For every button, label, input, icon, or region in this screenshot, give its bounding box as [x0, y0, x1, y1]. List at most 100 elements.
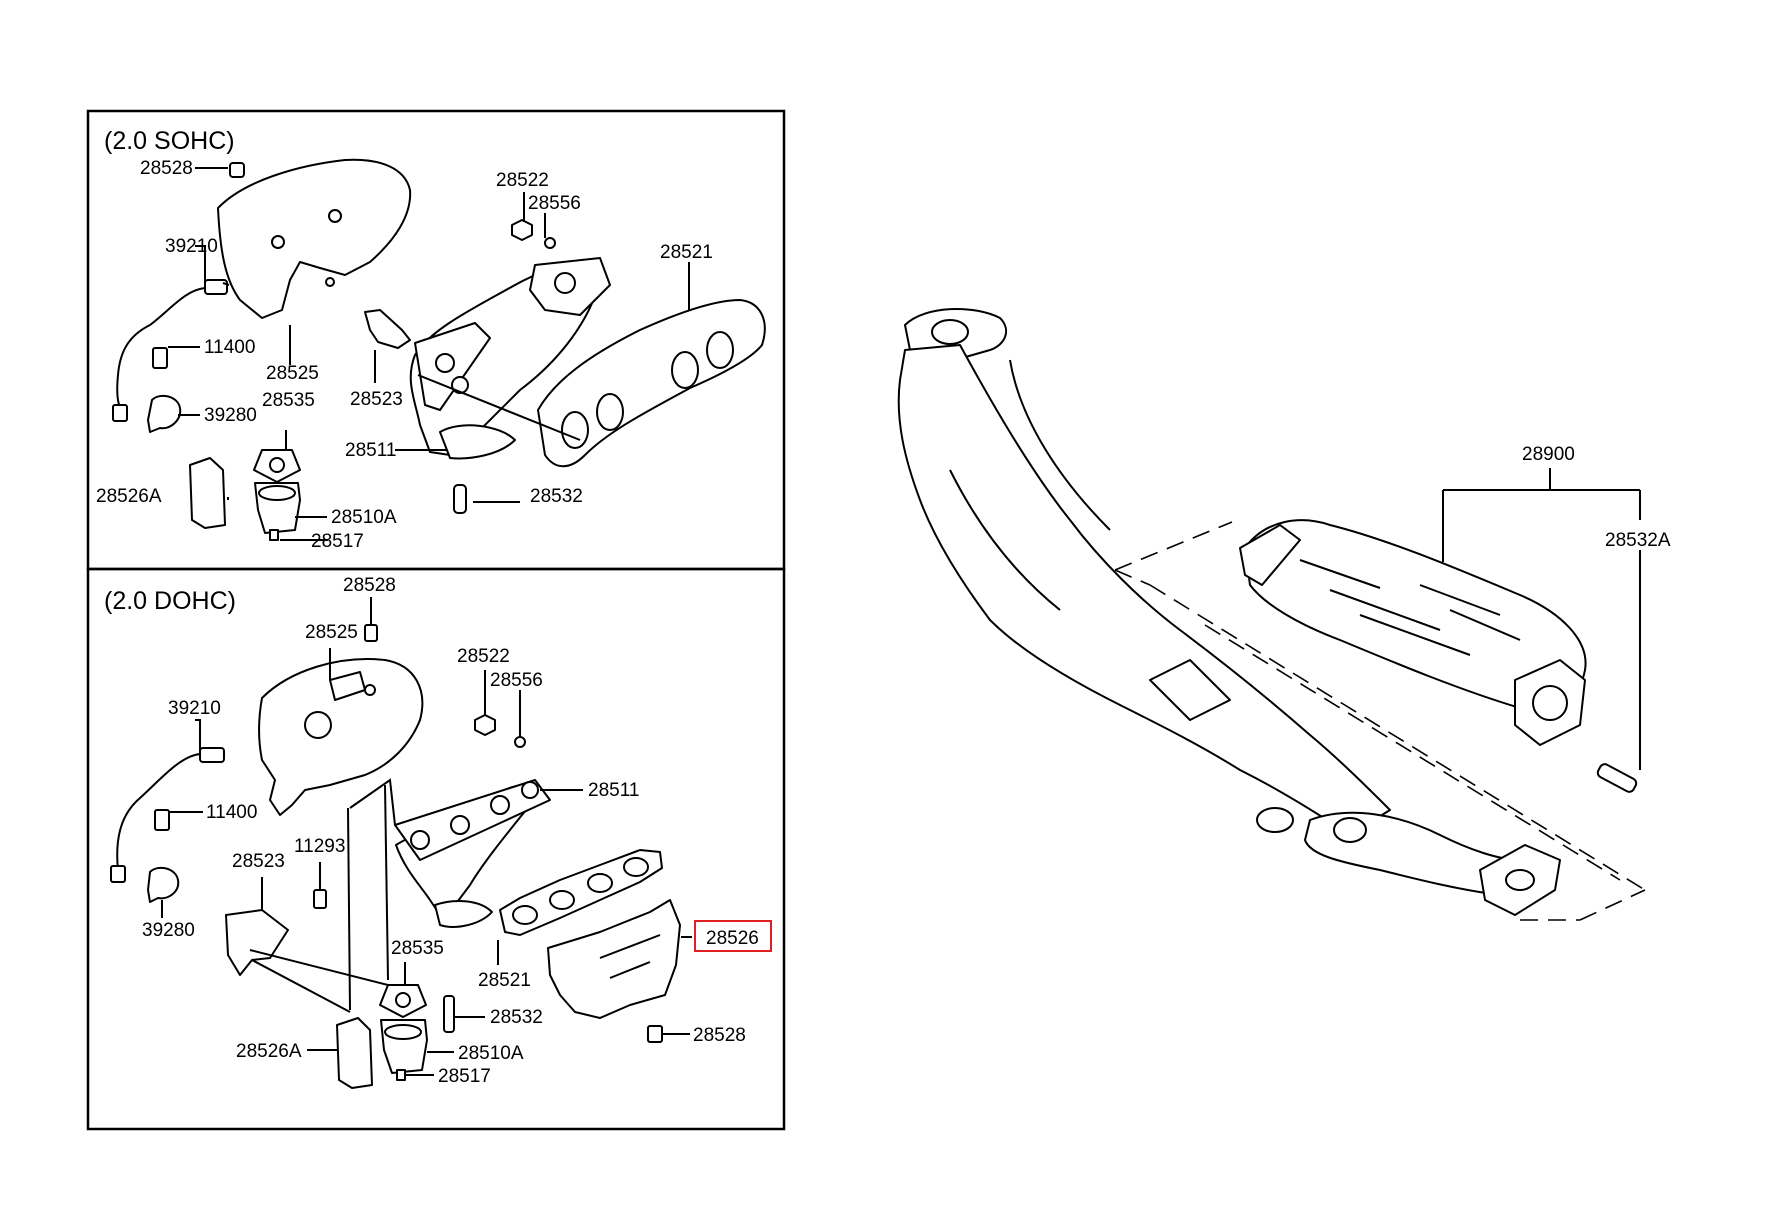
install-outline-dash: [1579, 889, 1646, 921]
dohc-o2-sensor-plug: [110, 865, 126, 883]
front-pipe-rear-port: [1505, 869, 1535, 891]
dohc-label-28526A: 28526A: [236, 1041, 302, 1062]
dohc-label-28528-bottom: 28528: [693, 1025, 746, 1046]
dohc-heat-shield-rib: [609, 961, 651, 979]
dohc-bracket-frame-line: [249, 949, 389, 986]
sohc-label-28517: 28517: [311, 531, 364, 552]
dohc-parts: [110, 624, 681, 1089]
dohc-o2-sensor-wire: [116, 753, 201, 871]
catalytic-converter-rib: [1299, 559, 1381, 589]
front-pipe-bellows: [1149, 659, 1231, 721]
sohc-heat-protector: [217, 158, 412, 319]
sohc-washer-28556: [544, 237, 556, 249]
sohc-leaders: [168, 167, 690, 541]
install-outline-dash: [1114, 521, 1233, 571]
dohc-gasket-port: [549, 890, 575, 910]
catalytic-converter-rib: [1449, 609, 1521, 641]
dohc-heat-shield-28526: [547, 899, 681, 1019]
dohc-manifold-port: [521, 781, 539, 799]
dohc-manifold-gasket: [499, 849, 663, 936]
dohc-label-28522: 28522: [457, 646, 510, 667]
dohc-protector-bolt-hole: [364, 684, 376, 696]
sohc-label-39210: 39210: [165, 236, 218, 257]
dohc-panel-frame: [86, 567, 786, 1131]
dohc-label-28523: 28523: [232, 851, 285, 872]
sohc-label-28523: 28523: [350, 389, 403, 410]
sohc-label-11400: 11400: [204, 337, 255, 358]
stud-28532A: [1596, 763, 1638, 793]
dohc-label-39280: 39280: [142, 920, 195, 941]
sohc-label-28511: 28511: [345, 440, 396, 461]
sohc-label-28522: 28522: [496, 170, 549, 191]
sohc-gasket-port: [671, 351, 699, 389]
sohc-manifold-base-flange: [439, 424, 516, 460]
dohc-label-39210: 39210: [168, 698, 221, 719]
front-pipe-body: [897, 344, 1391, 836]
dohc-bracket-frame-line: [347, 807, 351, 1011]
right-callouts: 28900 28532A: [1522, 444, 1671, 551]
dohc-label-11400: 11400: [206, 802, 257, 823]
dohc-manifold-port: [490, 795, 510, 815]
dohc-protector-port: [304, 711, 332, 739]
front-pipe-flange-port: [931, 319, 969, 345]
catalytic-converter-rib: [1359, 614, 1471, 656]
dohc-label-28528-top: 28528: [343, 575, 396, 596]
sohc-manifold-port: [451, 376, 469, 394]
dohc-label-28510A: 28510A: [458, 1043, 524, 1064]
dohc-catalyst-flange: [384, 1024, 422, 1040]
sohc-manifold-port: [435, 353, 455, 373]
dohc-label-28526: 28526: [706, 928, 759, 949]
sohc-label-28535: 28535: [262, 390, 315, 411]
sohc-label-28510A: 28510A: [331, 507, 397, 528]
dohc-leaders: [161, 597, 692, 1076]
dohc-label-28532: 28532: [490, 1007, 543, 1028]
sohc-label-28556: 28556: [528, 193, 581, 214]
dohc-highlight-box-28526: [694, 920, 772, 952]
sohc-stud-28517: [269, 529, 279, 541]
dohc-label-28511: 28511: [588, 780, 639, 801]
dohc-heat-shield-rib: [599, 934, 661, 959]
front-pipe-flange-port: [1256, 807, 1294, 833]
sohc-label-28528: 28528: [140, 158, 193, 179]
sohc-parts: [112, 158, 766, 541]
dohc-bolt-28528-top: [364, 624, 378, 642]
sohc-gasket-port: [561, 411, 589, 449]
dohc-label-28556: 28556: [490, 670, 543, 691]
label-28900: 28900: [1522, 444, 1575, 465]
dohc-bolt-11293: [313, 889, 327, 909]
front-pipe-bend-line: [949, 469, 1061, 611]
catalytic-converter-rib: [1419, 584, 1501, 616]
sohc-protector-bolt-hole: [328, 209, 342, 223]
dohc-panel-title: (2.0 DOHC): [104, 587, 236, 615]
front-pipe-assembly: [897, 307, 1646, 921]
sohc-protector-28526A: [189, 457, 226, 529]
dohc-bolt-28528-bottom: [647, 1025, 663, 1043]
install-outline-dash: [1114, 569, 1151, 586]
dohc-label-28517: 28517: [438, 1066, 491, 1087]
sohc-protector-bolt-hole: [271, 235, 285, 249]
install-outline-dash: [1204, 624, 1621, 881]
catalytic-converter-28900: [1244, 519, 1587, 711]
sohc-o2-sensor-body: [204, 279, 228, 295]
sohc-callouts: 28528 39210 28522 28556 28521 11400 2852…: [96, 158, 713, 552]
label-28532A: 28532A: [1605, 530, 1671, 551]
catalytic-converter-front-flange: [1239, 524, 1301, 586]
sohc-label-28526A: 28526A: [96, 486, 162, 507]
dohc-gasket-port: [512, 905, 538, 925]
dohc-manifold-port: [410, 830, 430, 850]
dohc-manifold-flange: [394, 779, 551, 861]
sohc-label-28521: 28521: [660, 242, 713, 263]
dohc-bracket-frame-line: [349, 778, 396, 826]
dohc-bracket-28523: [225, 909, 289, 976]
sohc-stud-28532: [453, 484, 467, 514]
sohc-gasket-port: [596, 393, 624, 431]
catalytic-converter-rib: [1329, 589, 1441, 631]
sohc-gasket-port: [269, 457, 285, 473]
sohc-gasket-port: [706, 331, 734, 369]
sohc-manifold-port: [554, 272, 576, 294]
dohc-stud-28532: [443, 995, 455, 1033]
sohc-clamp-39280: [147, 394, 182, 433]
dohc-heat-protector: [258, 658, 424, 816]
dohc-clamp-39280: [147, 866, 180, 903]
